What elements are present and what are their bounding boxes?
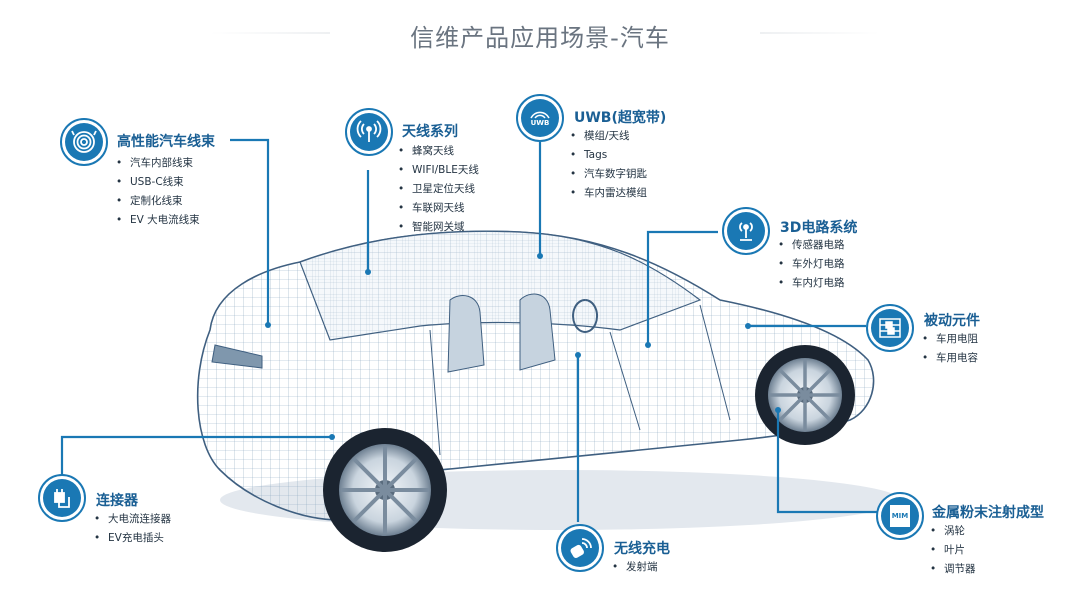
car-glass-mesh	[300, 231, 700, 340]
list-item: EV充电插头	[94, 529, 171, 548]
connector-list: 大电流连接器 EV充电插头	[94, 510, 171, 548]
list-item: EV 大电流线束	[116, 211, 200, 230]
connector-lines	[60, 138, 878, 522]
dot-passive	[745, 323, 751, 329]
antenna-list: 蜂窝天线 WIFI/BLE天线 卫星定位天线 车联网天线 智能网关域	[398, 142, 479, 237]
dot-3d	[645, 342, 651, 348]
car-door-line	[429, 304, 731, 456]
car-rear-wheel	[323, 428, 447, 552]
list-item: 车联网天线	[398, 199, 479, 218]
mim-title: 金属粉末注射成型	[932, 505, 1044, 521]
list-item: 卫星定位天线	[398, 180, 479, 199]
dot-uwb	[537, 253, 543, 259]
car-seat-front	[519, 293, 556, 371]
wireless-charging-icon	[556, 524, 604, 572]
dot-wireless	[575, 352, 581, 358]
list-item: WIFI/BLE天线	[398, 161, 479, 180]
list-item: 大电流连接器	[94, 510, 171, 529]
harness-title: 高性能汽车线束	[117, 134, 215, 150]
list-item: 智能网关域	[398, 218, 479, 237]
list-item: 调节器	[930, 560, 976, 579]
passive-list: 车用电阻 车用电容	[922, 330, 978, 368]
car-illustration	[196, 230, 900, 552]
car-steering-wheel	[572, 299, 599, 333]
mim-list: 涡轮 叶片 调节器	[930, 522, 976, 579]
dot-harness	[265, 322, 271, 328]
list-item: Tags	[570, 146, 647, 165]
mim-icon: MIM	[876, 492, 924, 540]
antenna-signal-icon	[345, 108, 393, 156]
list-item: 叶片	[930, 541, 976, 560]
line-harness	[230, 138, 270, 325]
uwb-list: 模组/天线 Tags 汽车数字钥匙 车内雷达模组	[570, 127, 647, 203]
line-3d	[646, 230, 718, 345]
list-item: 车用电阻	[922, 330, 978, 349]
3d-circuit-antenna-icon	[722, 207, 770, 255]
list-item: 车内灯电路	[778, 274, 845, 293]
line-mim	[776, 410, 878, 514]
plug-connector-icon	[38, 474, 86, 522]
list-item: 定制化线束	[116, 192, 200, 211]
title-fade-left	[210, 32, 330, 34]
list-item: 蜂窝天线	[398, 142, 479, 161]
connector-title: 连接器	[96, 493, 138, 509]
list-item: USB-C线束	[116, 173, 200, 192]
antenna-title: 天线系列	[402, 124, 458, 140]
uwb-icon-text: UWB	[530, 119, 550, 127]
list-item: 汽车数字钥匙	[570, 165, 647, 184]
list-item: 车外灯电路	[778, 255, 845, 274]
line-connector	[60, 435, 332, 475]
list-item: 发射端	[612, 558, 658, 577]
wireless-list: 发射端	[612, 558, 658, 577]
coil-cable-icon	[60, 118, 108, 166]
list-item: 汽车内部线束	[116, 154, 200, 173]
car-seat-rear	[447, 295, 485, 373]
list-item: 涡轮	[930, 522, 976, 541]
title-fade-right	[760, 32, 880, 34]
uwb-title: UWB(超宽带)	[574, 110, 667, 126]
page-title: 信维产品应用场景-汽车	[410, 24, 670, 52]
circuit-board-icon	[866, 304, 914, 352]
circuit3d-title: 3D电路系统	[780, 220, 858, 236]
wireless-title: 无线充电	[614, 541, 670, 557]
car-tail-light	[211, 344, 263, 369]
list-item: 车用电容	[922, 349, 978, 368]
list-item: 传感器电路	[778, 236, 845, 255]
mim-icon-text: MIM	[891, 512, 909, 520]
car-front-wheel	[755, 345, 855, 445]
harness-list: 汽车内部线束 USB-C线束 定制化线束 EV 大电流线束	[116, 154, 200, 230]
circuit3d-list: 传感器电路 车外灯电路 车内灯电路	[778, 236, 845, 293]
list-item: 车内雷达模组	[570, 184, 647, 203]
connector-dots	[265, 253, 781, 440]
passive-title: 被动元件	[924, 313, 980, 329]
dot-mim	[775, 407, 781, 413]
list-item: 模组/天线	[570, 127, 647, 146]
dot-antenna	[365, 269, 371, 275]
dot-connector	[329, 434, 335, 440]
uwb-icon: UWB	[516, 94, 564, 142]
